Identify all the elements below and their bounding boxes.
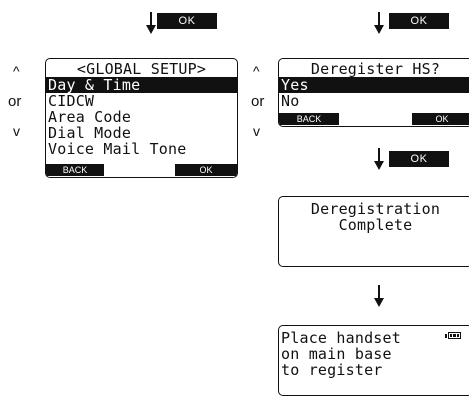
down-arrow-icon <box>374 12 384 34</box>
ok-softkey[interactable]: OK <box>175 164 237 176</box>
place-handset-screen: Place handset on main base to register <box>278 325 469 396</box>
menu-item-voice-mail-tone[interactable]: Voice Mail Tone <box>48 140 187 158</box>
down-arrow-glyph: v <box>253 123 260 139</box>
softkey-bar: BACK OK <box>46 163 237 177</box>
deregister-screen: Deregister HS? Yes No BACK OK <box>278 58 469 127</box>
or-label: or <box>8 93 22 110</box>
menu-item-cidcw[interactable]: CIDCW <box>48 92 95 110</box>
back-softkey[interactable]: BACK <box>46 164 104 176</box>
or-label: or <box>251 93 265 110</box>
deregistration-complete-screen: Deregistration Complete <box>278 196 469 267</box>
deregistration-line-1: Deregistration <box>310 200 441 218</box>
global-setup-screen: <GLOBAL SETUP> Day & Time CIDCW Area Cod… <box>45 58 238 178</box>
menu-item-dial-mode[interactable]: Dial Mode <box>48 124 132 142</box>
option-no[interactable]: No <box>281 92 300 110</box>
ok-step-label: OK <box>157 13 217 29</box>
menu-item-day-time[interactable]: Day & Time <box>46 77 237 93</box>
softkey-bar: BACK OK <box>279 112 469 126</box>
battery-tip <box>445 333 447 338</box>
ok-softkey[interactable]: OK <box>412 113 469 125</box>
ok-step-label: OK <box>389 13 449 29</box>
down-arrow-icon <box>374 285 384 307</box>
place-handset-line-2: on main base <box>281 345 392 363</box>
option-yes[interactable]: Yes <box>279 77 469 93</box>
ok-step-label: OK <box>389 151 449 167</box>
place-handset-line-3: to register <box>281 361 383 379</box>
battery-full-icon <box>448 332 461 339</box>
down-arrow-icon <box>374 148 384 170</box>
deregistration-line-2: Complete <box>338 216 413 234</box>
down-arrow-icon <box>146 12 156 34</box>
back-softkey[interactable]: BACK <box>279 113 339 125</box>
up-arrow-glyph: ^ <box>13 63 20 79</box>
down-arrow-glyph: v <box>13 123 20 139</box>
place-handset-line-1: Place handset <box>281 329 401 347</box>
up-arrow-glyph: ^ <box>253 63 260 79</box>
global-setup-title: <GLOBAL SETUP> <box>76 60 207 78</box>
deregister-title: Deregister HS? <box>310 60 441 78</box>
menu-item-area-code[interactable]: Area Code <box>48 108 132 126</box>
